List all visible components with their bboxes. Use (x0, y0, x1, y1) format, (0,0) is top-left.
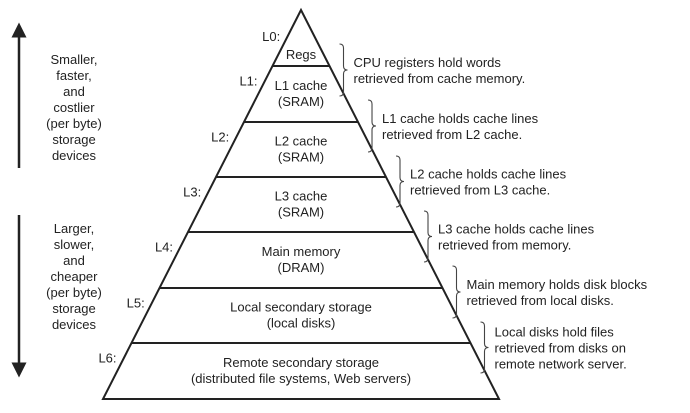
side-label-bottom-line: Larger, (54, 221, 94, 236)
level-name: Main memory (262, 244, 341, 259)
level-note-line: L3 cache holds cache lines (438, 222, 595, 237)
level-name: L1 cache (275, 78, 328, 93)
side-label-top-line: Smaller, (51, 52, 98, 67)
level-note-line: remote network server. (494, 357, 626, 372)
level-note-line: retrieved from local disks. (467, 293, 614, 308)
level-note-line: Main memory holds disk blocks (467, 277, 648, 292)
level-note-line: retrieved from memory. (438, 238, 571, 253)
side-label-top-line: faster, (56, 68, 91, 83)
level-name: (distributed file systems, Web servers) (191, 371, 411, 386)
level-id: L3: (183, 184, 201, 199)
level-note-line: retrieved from disks on (494, 341, 626, 356)
level-dividers (131, 65, 471, 344)
level-2: L2: L2 cache(SRAM) (211, 129, 327, 164)
brace-icon (452, 265, 461, 319)
level-id: L0: (262, 29, 280, 44)
level-name: (SRAM) (278, 94, 324, 109)
side-label-top-line: storage (52, 132, 95, 147)
level-name: (SRAM) (278, 205, 324, 220)
side-label-top-line: devices (52, 148, 97, 163)
level-name: Remote secondary storage (223, 355, 379, 370)
level-id: L2: (211, 129, 229, 144)
level-name: Regs (286, 47, 317, 62)
level-3: L3: L3 cache(SRAM) (183, 184, 327, 219)
level-id: L6: (98, 351, 116, 366)
level-id: L5: (127, 295, 145, 310)
side-label-bottom-line: slower, (54, 237, 94, 252)
level-note-line: L2 cache holds cache lines (410, 167, 567, 182)
level-note-line: retrieved from L3 cache. (410, 183, 550, 198)
level-name: Local secondary storage (230, 300, 372, 315)
brace-icon (423, 210, 433, 263)
level-note-line: retrieved from L2 cache. (382, 127, 522, 142)
level-note-line: L1 cache holds cache lines (382, 111, 539, 126)
level-name: (DRAM) (278, 260, 325, 275)
side-label-bottom-line: cheaper (51, 269, 99, 284)
level-6: L6: Remote secondary storage(distributed … (98, 351, 411, 386)
level-name: L2 cache (275, 134, 328, 149)
level-name: (local disks) (267, 316, 336, 331)
level-note-line: CPU registers hold words (354, 55, 502, 70)
level-4: L4: Main memory(DRAM) (155, 240, 341, 275)
level-id: L4: (155, 240, 173, 255)
level-id: L1: (239, 74, 257, 89)
level-name: L3 cache (275, 189, 328, 204)
side-label-top-line: (per byte) (46, 116, 102, 131)
level-1: L1: L1 cache(SRAM) (239, 74, 327, 109)
level-note-line: Local disks hold files (494, 325, 614, 340)
level-note-line: retrieved from cache memory. (354, 71, 526, 86)
brace-icon (480, 321, 489, 374)
side-label-top-line: and (63, 84, 85, 99)
level-0: L0: Regs (262, 29, 317, 62)
side-label-bottom-line: devices (52, 317, 97, 332)
side-label-bottom-line: and (63, 253, 85, 268)
level-name: (SRAM) (278, 150, 324, 165)
side-label-bottom-line: (per byte) (46, 285, 102, 300)
side-label-bottom-line: storage (52, 301, 95, 316)
level-5: L5: Local secondary storage(local disks) (127, 295, 372, 330)
side-label-top-line: costlier (53, 100, 95, 115)
